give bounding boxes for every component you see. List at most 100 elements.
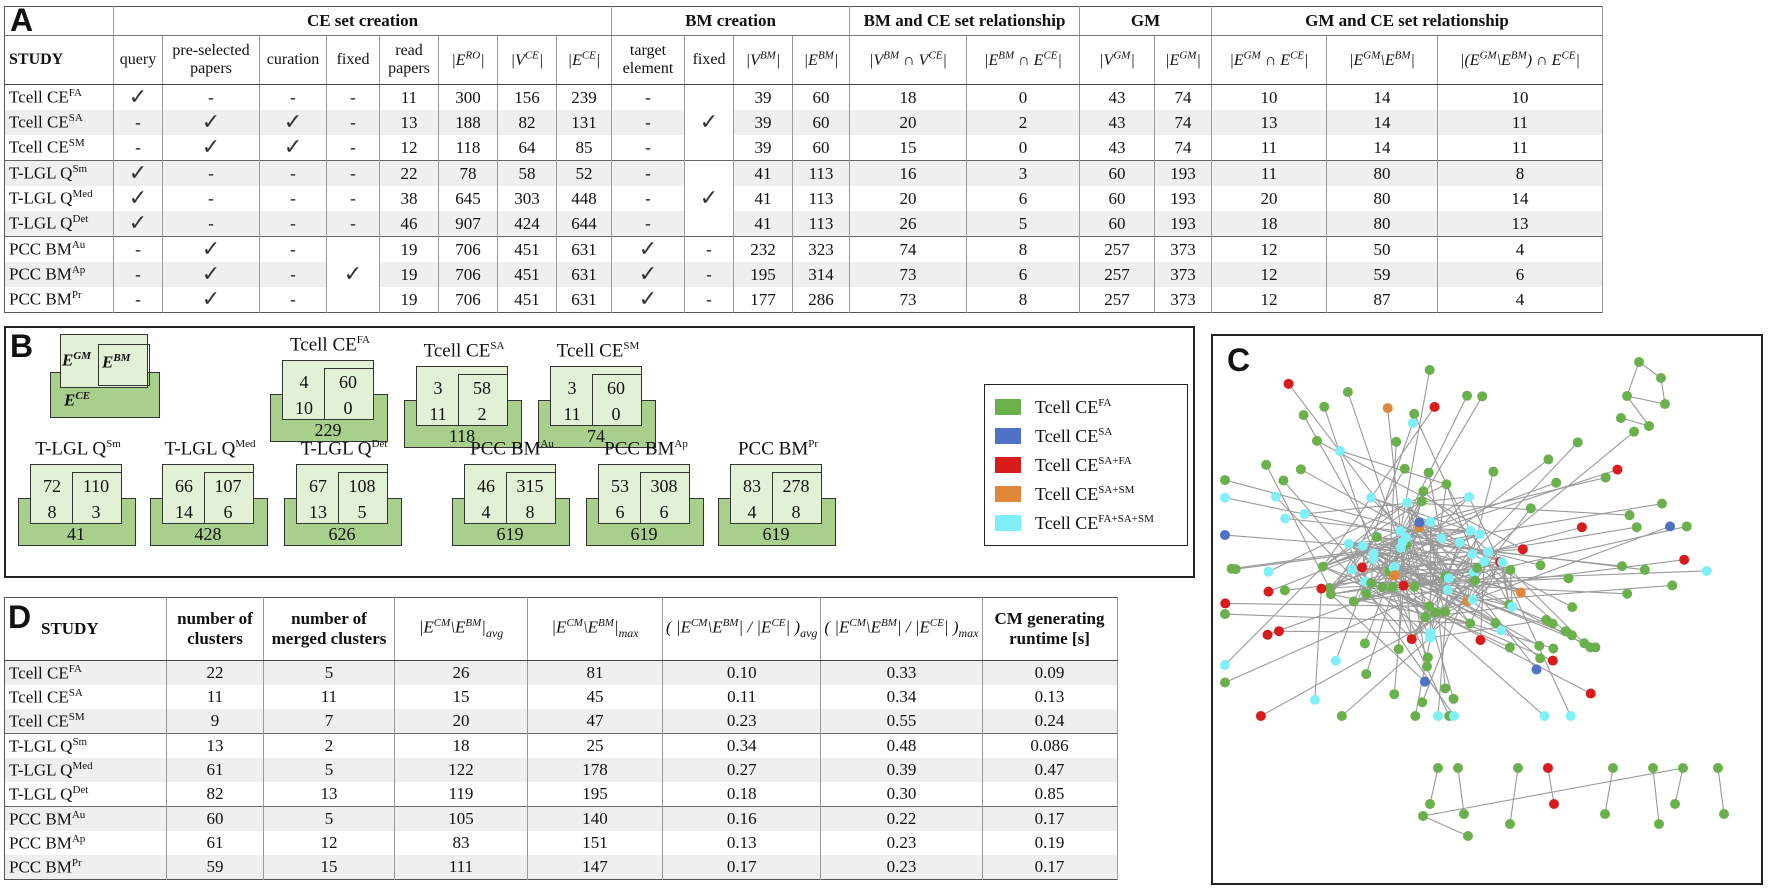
network-edge <box>1400 547 1591 648</box>
col-vce: |VCE| <box>497 35 557 85</box>
network-edge <box>1400 530 1471 624</box>
cell-target: - <box>611 135 685 161</box>
cell-rmax: 0.23 <box>820 831 983 855</box>
cell-ero: 645 <box>438 186 498 211</box>
network-edge <box>1487 431 1635 553</box>
network-edge <box>1406 502 1630 516</box>
group-bm-creation: BM creation <box>611 6 850 36</box>
study-name: Tcell CE <box>9 137 69 157</box>
cell-fixed <box>326 287 380 313</box>
cell-rt: 0.24 <box>982 709 1118 734</box>
study-sup: Det <box>72 213 89 226</box>
network-node <box>1366 492 1377 503</box>
network-node <box>1436 533 1447 544</box>
network-node <box>1359 638 1370 649</box>
network-edge <box>1335 581 1366 661</box>
network-node <box>1423 467 1434 478</box>
col-egm: |EGM| <box>1154 35 1212 85</box>
cell-vbmce: 15 <box>849 135 967 161</box>
venn-title-text: T-LGL Q <box>164 438 236 460</box>
study-sup: Sm <box>72 735 88 748</box>
col-d-merged: number of merged clusters <box>263 597 395 661</box>
venn-bm-ce: 8 <box>525 502 535 522</box>
network-node <box>1220 677 1230 688</box>
cell-ero: 706 <box>438 262 498 287</box>
cell-clusters: 61 <box>166 831 264 855</box>
study-sup: FA <box>68 87 82 100</box>
cell-ero: 706 <box>438 287 498 313</box>
cell-clusters: 13 <box>166 733 264 758</box>
network-edge <box>1224 613 1471 624</box>
venn-gm-only: 4 <box>299 372 309 392</box>
network-node <box>1648 763 1658 773</box>
study-sup: Med <box>72 188 93 201</box>
network-node <box>1622 391 1632 401</box>
network-node <box>1419 676 1430 687</box>
network-node <box>1535 560 1546 571</box>
venn-bm-ce: 0 <box>343 398 353 418</box>
legend-label: Tcell CEFA+SA+SM <box>1035 513 1154 534</box>
study-cell: PCC BMPr <box>4 287 114 313</box>
cell-vce: 82 <box>497 110 557 135</box>
network-node <box>1475 635 1486 646</box>
legend-label-text: Tcell CE <box>1035 397 1099 417</box>
cell-rmax: 0.48 <box>820 733 983 758</box>
network-node <box>1371 531 1382 542</box>
venn-gm-region <box>730 464 822 524</box>
legend-label-sup: SA <box>1098 426 1113 438</box>
cell-egm: 74 <box>1154 135 1212 161</box>
venn-title-sup: SA <box>490 340 505 352</box>
cell-vbmce: 18 <box>849 84 967 110</box>
venn-bm-only: 108 <box>348 476 376 496</box>
venn-title-sup: SM <box>623 340 640 352</box>
cell-rmax: 0.34 <box>820 685 983 709</box>
network-node <box>1443 573 1454 584</box>
cell-max: 147 <box>527 855 663 880</box>
venn-bm-region <box>506 472 556 524</box>
venn-title-text: PCC BM <box>737 438 809 460</box>
cell-query: - <box>113 287 163 313</box>
cell-query: ✓ <box>113 160 163 186</box>
cell-clusters: 59 <box>166 855 264 880</box>
network-node <box>1261 459 1272 470</box>
cell-fixed: - <box>326 110 380 135</box>
network-node <box>1656 373 1666 383</box>
network-node <box>1424 365 1435 375</box>
cell-ebm: 60 <box>792 84 850 110</box>
network-node <box>1448 693 1459 704</box>
venn-gm-ce: 11 <box>429 404 447 424</box>
network-node <box>1316 583 1327 594</box>
venn-title: T-LGL QMed <box>110 438 310 460</box>
network-node <box>1442 584 1453 595</box>
network-node <box>1656 498 1667 509</box>
network-edge <box>1376 536 1645 571</box>
venn-title-text: T-LGL Q <box>35 438 107 460</box>
legend-label: Tcell CEFA <box>1035 397 1111 418</box>
cell-merged: 15 <box>263 855 395 880</box>
venn-bm-region <box>72 472 122 524</box>
network-node <box>1382 403 1393 414</box>
cell-egmbm: 80 <box>1326 160 1438 186</box>
network-node <box>1600 809 1610 819</box>
study-cell: T-LGL QSm <box>4 160 114 186</box>
cell-egmce: 10 <box>1211 84 1327 110</box>
study-cell: PCC BMPr <box>4 855 167 880</box>
cell-egmbmce: 6 <box>1437 262 1603 287</box>
study-cell: PCC BMAp <box>4 831 167 855</box>
cell-egmbm: 80 <box>1326 186 1438 211</box>
study-sup: Pr <box>71 856 82 869</box>
network-node <box>1317 561 1328 572</box>
cell-rmax: 0.30 <box>820 782 983 807</box>
network-edge <box>1353 525 1687 602</box>
network-node <box>1410 711 1421 721</box>
network-edge <box>1362 545 1513 608</box>
cell-ebm: 60 <box>792 110 850 135</box>
network-node <box>1347 564 1358 575</box>
study-name: PCC BM <box>9 239 72 259</box>
network-edge <box>1316 440 1524 550</box>
network-edge <box>1362 545 1496 624</box>
network-edge <box>1652 767 1660 825</box>
